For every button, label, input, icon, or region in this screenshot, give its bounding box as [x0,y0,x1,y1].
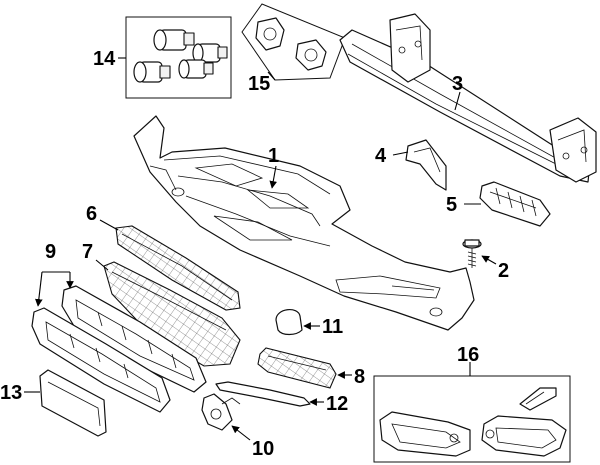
leader-7 [95,259,109,271]
label-11: 11 [322,316,343,338]
part-1-bumper-cover: 1 [133,115,475,331]
bezel-clip [519,387,557,411]
label-8: 8 [354,366,365,388]
label-7: 7 [82,241,93,263]
sensor-3 [133,61,171,83]
label-10: 10 [252,438,274,460]
sensor-4 [178,59,214,79]
sensor-2 [192,43,228,63]
bezel-right [481,415,567,457]
label-13: 13 [0,382,22,404]
leader-15 [267,71,276,81]
part-5-guide-bracket: 5 [446,181,551,227]
part-6-upper-grille: 6 [86,203,241,311]
label-16: 16 [457,344,479,366]
part-15-sensor-brackets: 15 [241,3,346,95]
label-9: 9 [45,241,56,263]
leader-9a [34,271,43,307]
part-12-trim-strip: 12 [215,381,348,415]
sensor-1 [153,29,195,51]
label-3: 3 [452,73,463,95]
bracket-2 [295,39,327,71]
part-2-bolt: 2 [462,239,509,282]
leader-3 [454,91,461,111]
bracket-1 [255,17,285,51]
label-6: 6 [86,203,97,225]
leader-2 [481,255,497,265]
part-3-reinforcement-beam: 3 [339,13,597,183]
part-16-box [373,375,571,463]
label-14: 14 [93,48,116,70]
part-9-lower-valance: 9 [31,241,207,413]
bezel-left [379,411,471,457]
label-4: 4 [375,145,387,167]
label-12: 12 [326,393,348,415]
part-14-parking-sensors: 14 [93,16,232,99]
label-15: 15 [248,73,270,95]
label-2: 2 [498,260,509,282]
part-11-tow-cover: 11 [275,309,343,338]
leader-1 [269,165,278,189]
part-13-license-bracket: 13 [0,369,107,437]
part-4-side-bracket: 4 [375,139,447,191]
part-8-fog-grille: 8 [257,347,365,389]
part-7-lower-grille: 7 [82,241,241,367]
leader-4 [392,151,409,156]
leader-6 [99,219,119,231]
part-16-fog-bezels: 16 [373,344,571,463]
part-10-sensor-holder: 10 [201,393,274,460]
label-5: 5 [446,194,457,216]
part-15-box [241,3,346,81]
leader-10 [231,425,251,441]
label-1: 1 [268,145,279,167]
